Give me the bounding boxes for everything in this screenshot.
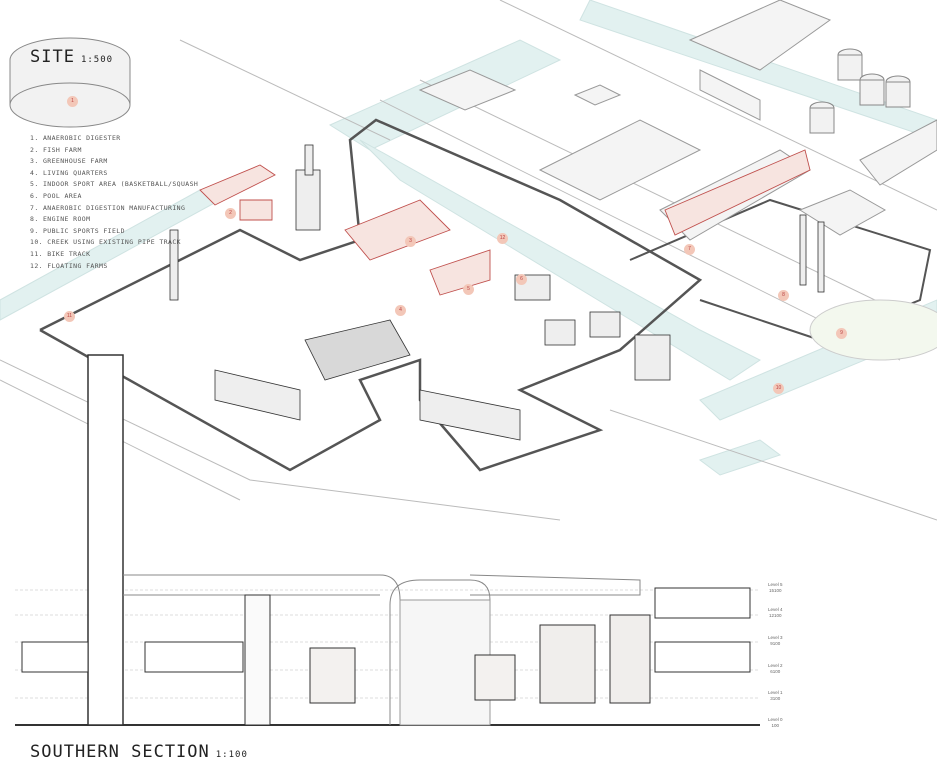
- legend: 1. ANAEROBIC DIGESTER 2. FISH FARM 3. GR…: [30, 133, 198, 272]
- site-marker: 9: [836, 328, 847, 339]
- highlighted-structures: [199, 149, 811, 296]
- silos: [809, 48, 911, 134]
- site-marker: 3: [405, 236, 416, 247]
- site-marker: 10: [773, 383, 784, 394]
- site-marker: 6: [516, 274, 527, 285]
- legend-item: 5. INDOOR SPORT AREA (BASKETBALL/SQUASH: [30, 180, 199, 189]
- level-value: 100: [771, 723, 780, 728]
- legend-item: 3. GREENHOUSE FARM: [30, 157, 108, 166]
- legend-item: 1. ANAEROBIC DIGESTER: [30, 134, 121, 142]
- sports-field: [809, 299, 937, 361]
- chimney-tower: [87, 354, 124, 726]
- level-name: Level 3: [768, 635, 783, 640]
- site-marker: 4: [395, 305, 406, 316]
- site-scale: 1:500: [80, 55, 114, 65]
- site-marker: 2: [225, 208, 236, 219]
- level-name: Level 2: [768, 663, 783, 668]
- site-marker: 8: [778, 290, 789, 301]
- legend-item: 11. BIKE TRACK: [30, 249, 91, 258]
- site-title-text: SITE: [30, 47, 75, 67]
- legend-item: 2. FISH FARM: [30, 145, 82, 154]
- site-marker: 5: [463, 284, 474, 295]
- level-name: Level 1: [768, 690, 783, 695]
- section-title: SOUTHERN SECTION 1:100: [30, 742, 248, 762]
- level-value: 12100: [769, 613, 782, 618]
- level-value: 15100: [769, 588, 782, 593]
- level-value: 3100: [770, 696, 781, 701]
- bike-track-east: [629, 198, 932, 342]
- southern-section: [15, 354, 760, 726]
- legend-item: 12. FLOATING FARMS: [30, 261, 108, 270]
- section-scale: 1:100: [215, 750, 248, 760]
- level-value: 9100: [770, 641, 781, 646]
- site-marker: 1: [67, 96, 78, 107]
- site-marker: 11: [64, 311, 75, 322]
- site-marker: 12: [497, 233, 508, 244]
- level-name: Level 4: [768, 607, 783, 612]
- legend-item: 4. LIVING QUARTERS: [30, 168, 108, 177]
- legend-item: 7. ANAEROBIC DIGESTION MANUFACTURING: [30, 203, 186, 212]
- site-title: SITE 1:500: [30, 47, 113, 67]
- site-marker: 7: [684, 244, 695, 255]
- level-name: Level 0: [768, 717, 783, 722]
- section-title-text: SOUTHERN SECTION: [30, 742, 210, 762]
- legend-item: 8. ENGINE ROOM: [30, 215, 91, 224]
- level-value: 6100: [770, 669, 781, 674]
- legend-item: 10. CREEK USING EXISTING PIPE TRACK: [30, 238, 181, 247]
- legend-item: 6. POOL AREA: [30, 191, 82, 200]
- facility-structures: [169, 144, 825, 441]
- level-name: Level 5: [768, 582, 783, 587]
- legend-item: 9. PUBLIC SPORTS FIELD: [30, 226, 125, 235]
